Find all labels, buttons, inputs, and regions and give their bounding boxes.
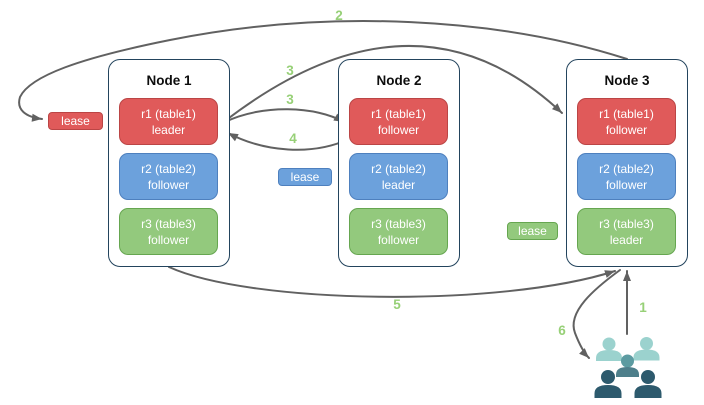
step-label-4: 4 — [289, 131, 297, 146]
replica-box-r3: r3 (table3) leader — [577, 208, 676, 255]
step-label-3b: 3 — [286, 92, 294, 107]
replica-box-r1: r1 (table1) follower — [577, 98, 676, 145]
replica-name: r3 (table3) — [599, 216, 654, 231]
users-icon — [594, 337, 662, 398]
step-label-6: 6 — [558, 323, 566, 338]
arrow-step3-node1-to-node2 — [224, 108, 345, 123]
node-title: Node 1 — [146, 73, 192, 88]
replica-box-r3: r3 (table3) follower — [119, 208, 218, 255]
node-box-2: Node 2 r1 (table1) follower r2 (table2) … — [338, 59, 460, 267]
arrow-step5-node1-to-node3 — [168, 266, 616, 298]
replica-name: r2 (table2) — [371, 161, 426, 176]
lease-badge-blue: lease — [278, 168, 332, 186]
replica-role: leader — [609, 232, 644, 247]
replica-role: leader — [381, 177, 416, 192]
replica-box-r1: r1 (table1) follower — [349, 98, 448, 145]
replica-role: follower — [147, 177, 190, 192]
replica-role: follower — [147, 232, 190, 247]
replica-role: leader — [151, 122, 186, 137]
node-title: Node 3 — [604, 73, 650, 88]
replica-role: follower — [605, 122, 648, 137]
replica-box-r1: r1 (table1) leader — [119, 98, 218, 145]
replica-role: follower — [377, 232, 420, 247]
replica-name: r1 (table1) — [141, 106, 196, 121]
replica-name: r1 (table1) — [371, 106, 426, 121]
replica-box-r3: r3 (table3) follower — [349, 208, 448, 255]
replica-name: r2 (table2) — [599, 161, 654, 176]
replica-box-r2: r2 (table2) leader — [349, 153, 448, 200]
step-label-1: 1 — [639, 300, 647, 315]
node-box-1: Node 1 r1 (table1) leader r2 (table2) fo… — [108, 59, 230, 267]
node-title: Node 2 — [376, 73, 422, 88]
step-label-3a: 3 — [286, 63, 294, 78]
replica-name: r3 (table3) — [371, 216, 426, 231]
replica-box-r2: r2 (table2) follower — [577, 153, 676, 200]
lease-badge-green: lease — [507, 222, 558, 240]
step-label-5: 5 — [393, 297, 401, 312]
node-box-3: Node 3 r1 (table1) follower r2 (table2) … — [566, 59, 688, 267]
replica-name: r2 (table2) — [141, 161, 196, 176]
lease-badge-red: lease — [48, 112, 103, 130]
arrow-step6-node3-to-users — [572, 269, 621, 359]
replica-role: follower — [377, 122, 420, 137]
replica-box-r2: r2 (table2) follower — [119, 153, 218, 200]
replica-role: follower — [605, 177, 648, 192]
replica-name: r3 (table3) — [141, 216, 196, 231]
replica-name: r1 (table1) — [599, 106, 654, 121]
step-label-2: 2 — [335, 8, 343, 23]
